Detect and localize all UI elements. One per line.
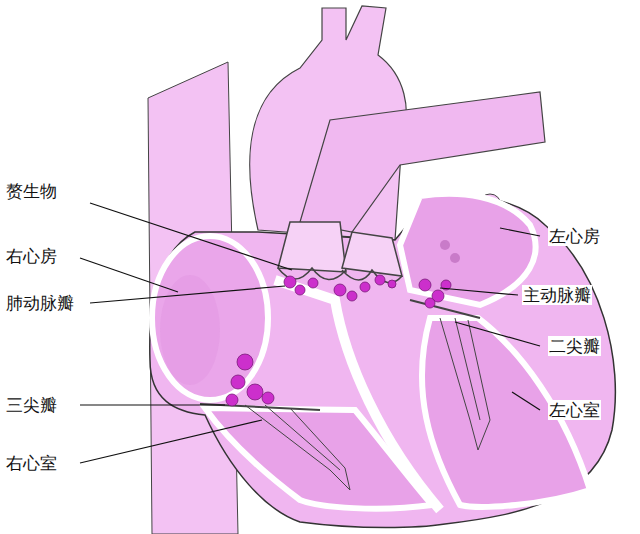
valve-label: 主动脉瓣 (522, 285, 592, 305)
vegetation-label: 赘生物 (5, 181, 58, 201)
ventricle-label: 右心室 (5, 453, 58, 473)
atrium-label: 右心房 (5, 246, 58, 266)
atrium-label: 左心房 (548, 226, 601, 246)
ventricle-label: 左心室 (548, 400, 601, 420)
valve-label: 肺动脉瓣 (5, 293, 75, 313)
valve-label: 二尖瓣 (548, 336, 601, 356)
valve-label: 三尖瓣 (5, 395, 58, 415)
